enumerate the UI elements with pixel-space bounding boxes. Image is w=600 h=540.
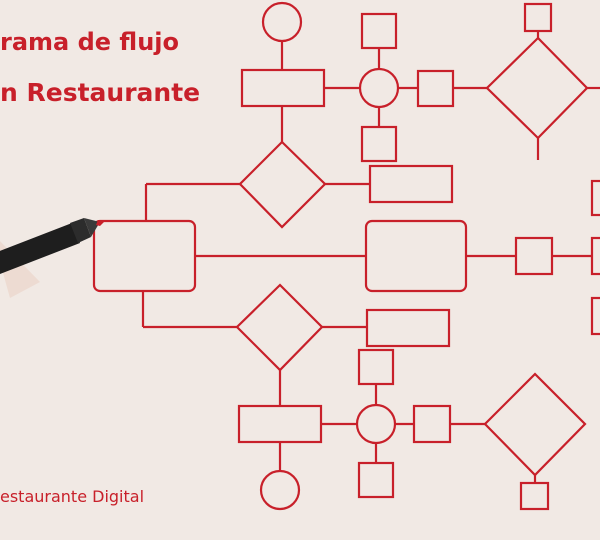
flow-circle-top bbox=[261, 1, 303, 43]
flow-square-edge-3 bbox=[590, 296, 600, 336]
connector-lines bbox=[141, 31, 600, 483]
flow-rect-bottom bbox=[237, 404, 323, 444]
flow-square-edge-1 bbox=[590, 179, 600, 217]
flow-diamond-lower bbox=[235, 283, 324, 372]
flow-square-bottom-down bbox=[357, 461, 395, 499]
flow-square-bottom-right bbox=[412, 404, 452, 444]
flow-square-middle bbox=[514, 236, 554, 276]
flow-square-edge-2 bbox=[590, 236, 600, 276]
flow-junction-bottom bbox=[355, 403, 397, 445]
flow-junction-top bbox=[358, 67, 400, 109]
flow-diamond-upper bbox=[238, 140, 327, 229]
flow-square-bottom-far bbox=[519, 481, 550, 511]
flow-circle-bottom bbox=[259, 469, 301, 511]
brand-caption: estaurante Digital bbox=[0, 487, 145, 506]
flow-square-bottom-up bbox=[357, 348, 395, 386]
flow-square-top-far bbox=[523, 2, 553, 33]
flow-square-top-up bbox=[360, 12, 398, 50]
flow-square-top-right bbox=[416, 69, 455, 108]
page-title: rama de flujo bbox=[0, 28, 179, 56]
flow-rect-upper-right bbox=[368, 164, 454, 204]
flow-start-box bbox=[92, 219, 197, 293]
flow-rect-top bbox=[240, 68, 326, 108]
flow-square-top-down bbox=[360, 125, 398, 163]
flow-diamond-top-right bbox=[485, 36, 589, 140]
flow-diamond-bottom-right bbox=[483, 372, 587, 477]
page-subtitle: n Restaurante bbox=[0, 78, 201, 107]
marker-pen bbox=[0, 218, 104, 298]
flow-process-box bbox=[364, 219, 468, 293]
flow-rect-lower-right bbox=[365, 308, 451, 348]
